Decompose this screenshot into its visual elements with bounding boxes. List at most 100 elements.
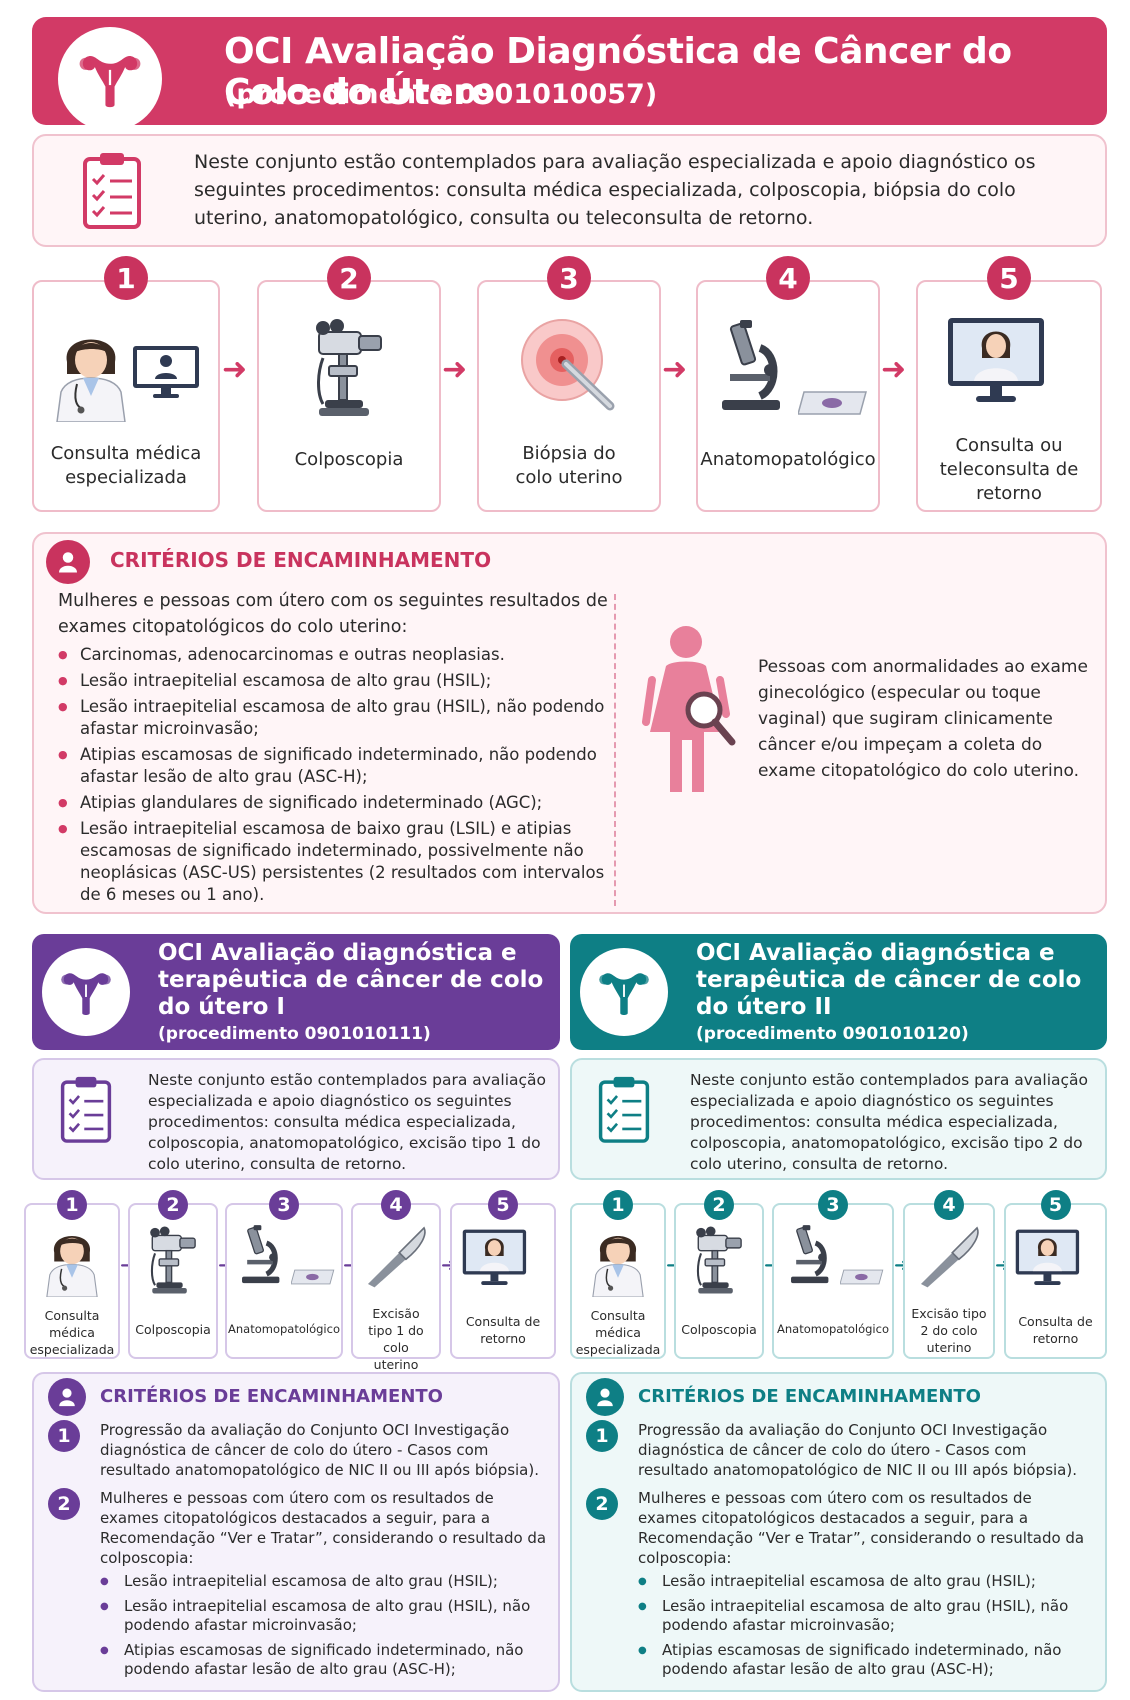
panel2-step-5: 5 Consulta de retorno — [1004, 1190, 1107, 1359]
criteria-list: Lesão intraepitelial escamosa de alto gr… — [638, 1572, 1098, 1685]
uterus-icon — [42, 948, 130, 1036]
step-number: 1 — [57, 1190, 87, 1220]
criteria-text: Progressão da avaliação do Conjunto OCI … — [638, 1421, 1077, 1479]
page-title: OCI Avaliação Diagnóstica de Câncer do C… — [224, 31, 1012, 113]
step-card-1: 1 Consulta médica especializada — [32, 256, 220, 512]
doctor-icon — [26, 1223, 118, 1297]
panel1-title: OCI Avaliação diagnóstica e terapêutica … — [158, 940, 544, 1020]
criteria-number: 2 — [586, 1488, 618, 1520]
step-label: Anatomopatológico — [777, 1322, 889, 1336]
step-number: 5 — [488, 1190, 518, 1220]
step-card-5: 5 Consulta ou teleconsulta de retorno — [916, 256, 1102, 512]
step-label: Excisão tipo 2 do colo uterino — [911, 1306, 987, 1355]
colposcope-icon — [676, 1223, 762, 1299]
scalpel-icon — [905, 1223, 993, 1289]
step-number: 4 — [766, 256, 810, 300]
step-number: 4 — [934, 1190, 964, 1220]
step-card-2: 2 Colposcopia — [257, 256, 441, 512]
main-header: OCI Avaliação Diagnóstica de Câncer do C… — [32, 17, 1107, 131]
panel1-criteria: CRITÉRIOS DE ENCAMINHAMENTO 1 Progressão… — [32, 1372, 560, 1692]
list-item: Atipias escamosas de significado indeter… — [638, 1641, 1098, 1679]
step-card-3: 3 Biópsia do colo uterino — [477, 256, 661, 512]
criteria-text: Progressão da avaliação do Conjunto OCI … — [100, 1421, 539, 1479]
step-label: Consulta de retorno — [1018, 1314, 1093, 1346]
panel2-step-4: 4 Excisão tipo 2 do colo uterino — [903, 1190, 995, 1359]
list-item: Atipias glandulares de significado indet… — [58, 792, 628, 814]
panel2-header: OCI Avaliação diagnóstica e terapêutica … — [570, 934, 1107, 1050]
step-label: Consulta médica especializada — [50, 443, 202, 488]
criteria-number: 1 — [586, 1420, 618, 1452]
criteria-number: 2 — [48, 1488, 80, 1520]
criteria-text: Mulheres e pessoas com útero com os resu… — [638, 1489, 1085, 1567]
uterus-icon — [580, 948, 668, 1036]
intro-box: Neste conjunto estão contemplados para a… — [32, 134, 1107, 247]
person-icon — [586, 1378, 624, 1416]
step-number: 3 — [547, 256, 591, 300]
arrow-right-icon: ➜ — [662, 352, 688, 387]
page-subtitle: (procedimento 0901010057) — [224, 79, 658, 110]
panel2-intro-text: Neste conjunto estão contemplados para a… — [690, 1071, 1089, 1173]
person-icon — [46, 540, 90, 584]
criteria-title: CRITÉRIOS DE ENCAMINHAMENTO — [100, 1386, 443, 1407]
step-label: Anatomopatológico — [228, 1322, 340, 1336]
teleconsult-icon — [452, 1223, 554, 1289]
step-number: 2 — [158, 1190, 188, 1220]
list-item: Lesão intraepitelial escamosa de alto gr… — [58, 670, 628, 692]
list-item: Lesão intraepitelial escamosa de alto gr… — [58, 696, 628, 740]
step-label: Biópsia do colo uterino — [515, 443, 623, 488]
step-card-4: 4 Anatomopatológico — [696, 256, 880, 512]
criteria-list: Lesão intraepitelial escamosa de alto gr… — [100, 1572, 560, 1685]
step-label: Excisão tipo 1 do colo uterino — [368, 1306, 424, 1372]
list-item: Atipias escamosas de significado indeter… — [58, 744, 628, 788]
step-number: 1 — [104, 256, 148, 300]
criteria-box: CRITÉRIOS DE ENCAMINHAMENTO Mulheres e p… — [32, 532, 1107, 914]
panel2-step-2: 2 Colposcopia — [674, 1190, 764, 1359]
panel2-step-1: 1 Consulta médica especializada — [570, 1190, 666, 1359]
panel1-step-3: 3 Anatomopatológico — [225, 1190, 343, 1359]
teleconsult-icon — [918, 308, 1100, 408]
step-number: 5 — [987, 256, 1031, 300]
scalpel-icon — [353, 1223, 439, 1289]
panel1-procedure: (procedimento 0901010111) — [158, 1024, 431, 1044]
step-label: Colposcopia — [135, 1322, 211, 1337]
person-icon — [48, 1378, 86, 1416]
panel1-intro: Neste conjunto estão contemplados para a… — [32, 1058, 560, 1180]
step-label: Consulta médica especializada — [575, 1308, 661, 1357]
step-number: 3 — [818, 1190, 848, 1220]
panel1-step-2: 2 Colposcopia — [128, 1190, 218, 1359]
microscope-icon — [698, 318, 878, 418]
list-item: Lesão intraepitelial escamosa de baixo g… — [58, 818, 628, 906]
panel2-step-3: 3 Anatomopatológico — [772, 1190, 894, 1359]
arrow-right-icon: ➜ — [881, 352, 907, 387]
doctor-icon — [34, 322, 218, 422]
criteria-intro: Mulheres e pessoas com útero com os segu… — [58, 591, 608, 637]
list-item: Carcinomas, adenocarcinomas e outras neo… — [58, 644, 628, 666]
arrow-right-icon: ➜ — [442, 352, 468, 387]
list-item: Lesão intraepitelial escamosa de alto gr… — [638, 1597, 1098, 1635]
criteria-right-text: Pessoas com anormalidades ao exame ginec… — [758, 657, 1088, 781]
panel1-step-5: 5 Consulta de retorno — [450, 1190, 556, 1359]
step-label: Consulta ou teleconsulta de retorno — [939, 435, 1079, 504]
doctor-icon — [572, 1223, 664, 1297]
list-item: Atipias escamosas de significado indeter… — [100, 1641, 560, 1679]
step-label: Anatomopatológico — [700, 449, 876, 470]
woman-magnifier-icon — [642, 622, 742, 806]
list-item: Lesão intraepitelial escamosa de alto gr… — [638, 1572, 1098, 1591]
panel2-procedure: (procedimento 0901010120) — [696, 1024, 969, 1044]
criteria-title: CRITÉRIOS DE ENCAMINHAMENTO — [638, 1386, 981, 1407]
microscope-icon — [227, 1223, 341, 1289]
step-number: 2 — [327, 256, 371, 300]
criteria-number: 1 — [48, 1420, 80, 1452]
colposcope-icon — [130, 1223, 216, 1299]
colposcope-icon — [259, 314, 439, 424]
step-label: Colposcopia — [681, 1322, 757, 1337]
divider — [614, 594, 616, 906]
step-number: 2 — [704, 1190, 734, 1220]
microscope-icon — [774, 1223, 892, 1289]
teleconsult-icon — [1006, 1223, 1105, 1289]
panel2-title: OCI Avaliação diagnóstica e terapêutica … — [696, 940, 1082, 1020]
arrow-right-icon: ➜ — [222, 352, 248, 387]
step-number: 1 — [603, 1190, 633, 1220]
step-number: 5 — [1040, 1190, 1071, 1220]
list-item: Lesão intraepitelial escamosa de alto gr… — [100, 1572, 560, 1591]
